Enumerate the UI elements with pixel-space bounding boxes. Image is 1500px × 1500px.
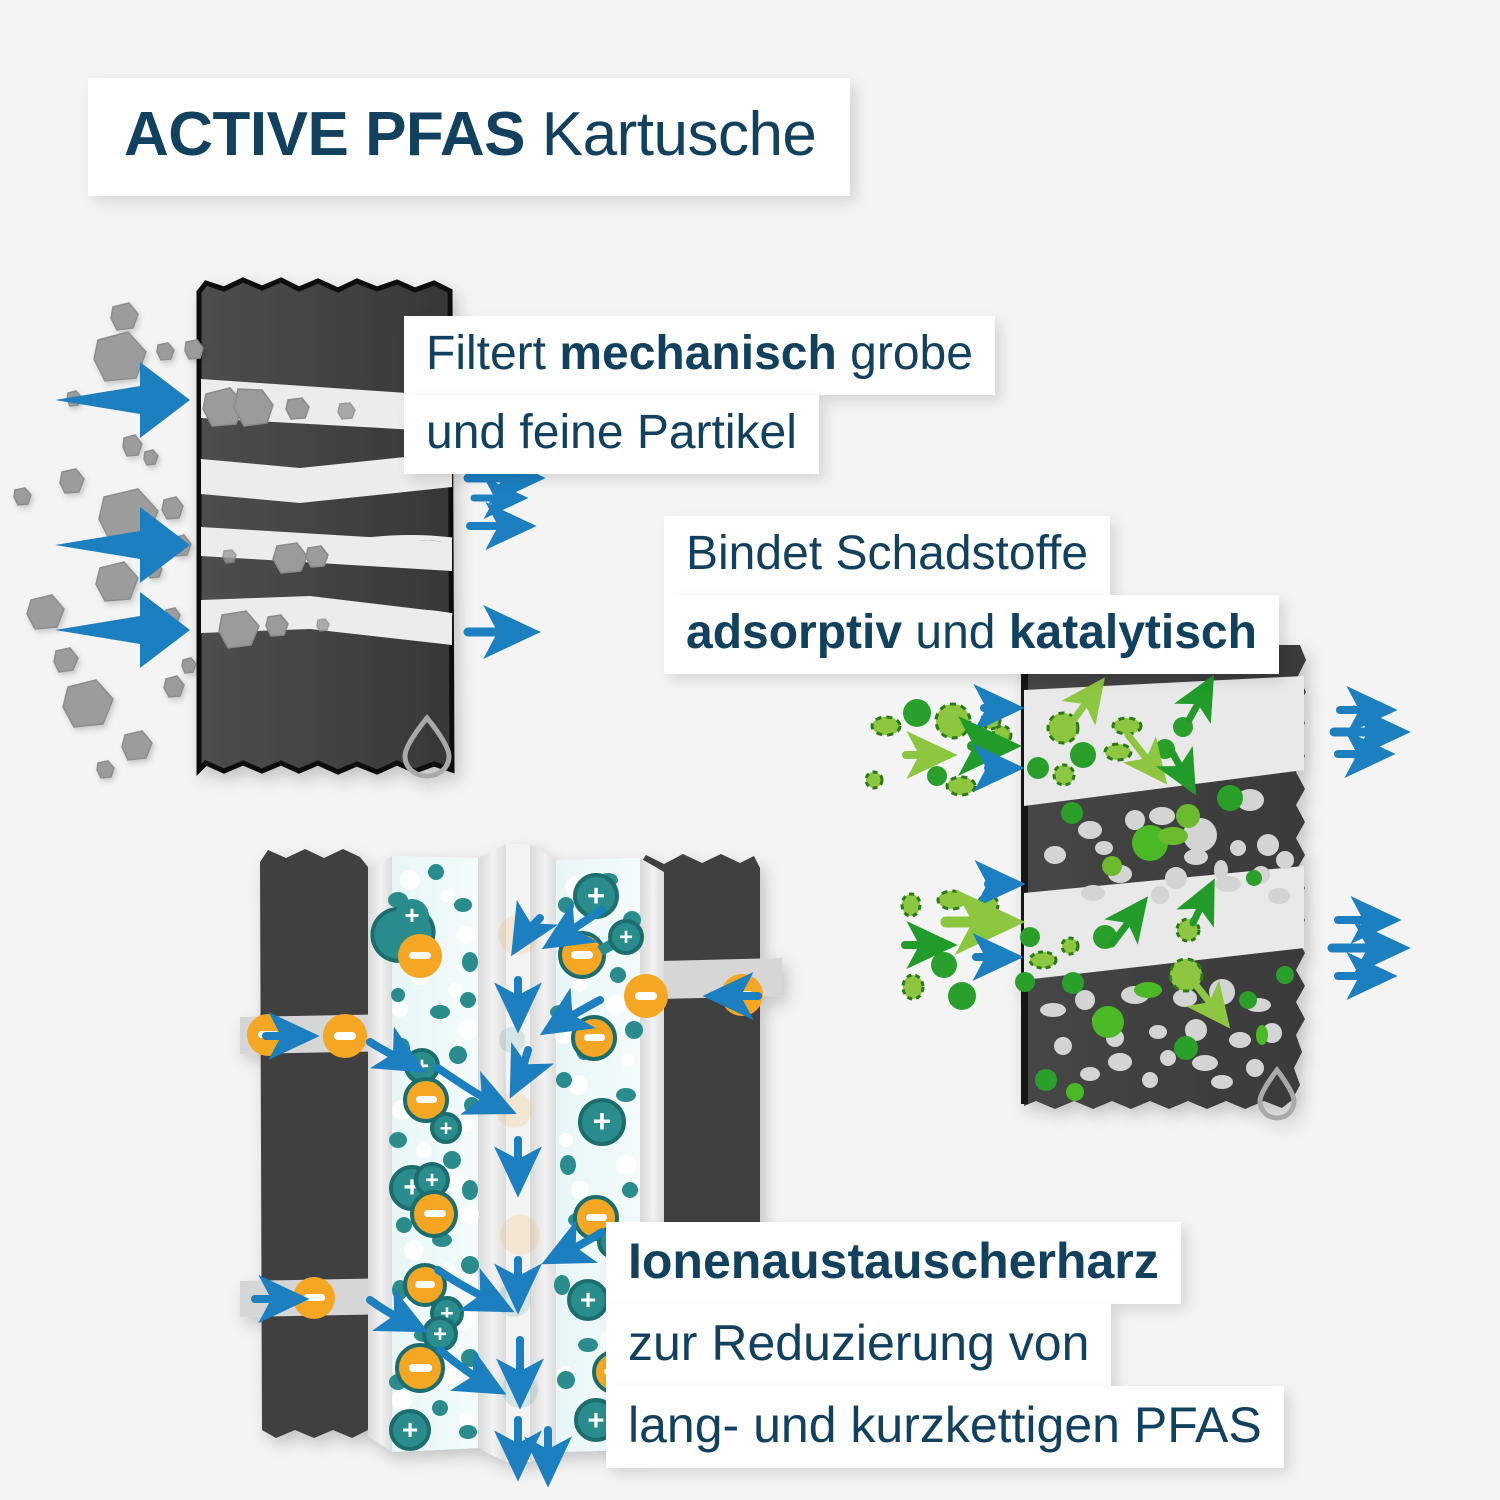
inflow-arrows-mechanical (55, 362, 190, 668)
svg-text:+: + (580, 1284, 596, 1315)
svg-text:+: + (402, 1414, 418, 1445)
panel-adsorption (1015, 643, 1306, 1121)
svg-text:+: + (433, 1321, 447, 1348)
water-drop-icon (402, 714, 452, 779)
adsorption-arrows (1061, 674, 1231, 1029)
callout-adsorption-line1: Bindet Schadstoffe (664, 516, 1111, 595)
outflow-arrows-mechanical (463, 451, 546, 659)
carbon-pores (1040, 643, 1294, 1089)
callout-ionexchange-line2: zur Reduzierung von (606, 1304, 1112, 1386)
callout-mechanical-line1: Filtert mechanisch grobe (404, 316, 995, 395)
callout-mechanical-l1c: grobe (836, 327, 973, 380)
callout-mechanical-line2: und feine Partikel (404, 395, 819, 474)
callout-ionexchange-line1: Ionenaustauscherharz (606, 1222, 1181, 1304)
callout-ionexchange: Ionenaustauscherharz zur Reduzierung von… (606, 1222, 1284, 1468)
callout-mechanical-l1a: Filtert (426, 327, 560, 380)
title-bold: ACTIVE PFAS (124, 100, 526, 169)
svg-text:+: + (619, 924, 633, 951)
callout-mechanical-l1b: mechanisch (559, 327, 837, 380)
callout-adsorption-l2b: und (902, 606, 1009, 659)
outflow-arrows-adsorption (1327, 686, 1411, 1000)
svg-text:+: + (404, 900, 419, 930)
callout-mechanical: Filtert mechanisch grobe und feine Parti… (404, 316, 995, 474)
water-drop-icon-adsorption (1257, 1065, 1297, 1121)
carbon-block-ion-left (260, 849, 368, 1438)
adsorbed-pollutants (1035, 785, 1294, 1101)
callout-adsorption-line2: adsorptiv und katalytisch (664, 595, 1279, 674)
svg-text:+: + (588, 1405, 605, 1437)
panel-mechanical-filtration (196, 277, 455, 779)
svg-text:+: + (440, 1116, 453, 1141)
flow-arrows-ion-exchange (251, 899, 762, 1488)
trapped-particles-mechanical (202, 387, 356, 649)
callout-adsorption-l2a: adsorptiv (686, 606, 903, 659)
page-title: ACTIVE PFAS Kartusche (88, 78, 851, 196)
callout-adsorption: Bindet Schadstoffe adsorptiv und katalyt… (664, 516, 1279, 674)
ion-pairs-left: + + + + + (370, 899, 464, 1451)
incoming-pollutants-adsorption (864, 684, 1026, 1010)
svg-text:+: + (425, 1167, 439, 1194)
callout-ionexchange-line3: lang- und kurzkettigen PFAS (606, 1386, 1284, 1468)
incoming-particles-mechanical (13, 302, 204, 779)
callout-adsorption-l2c: katalytisch (1008, 606, 1257, 659)
svg-text:+: + (593, 1103, 612, 1139)
title-light: Kartusche (541, 100, 817, 169)
